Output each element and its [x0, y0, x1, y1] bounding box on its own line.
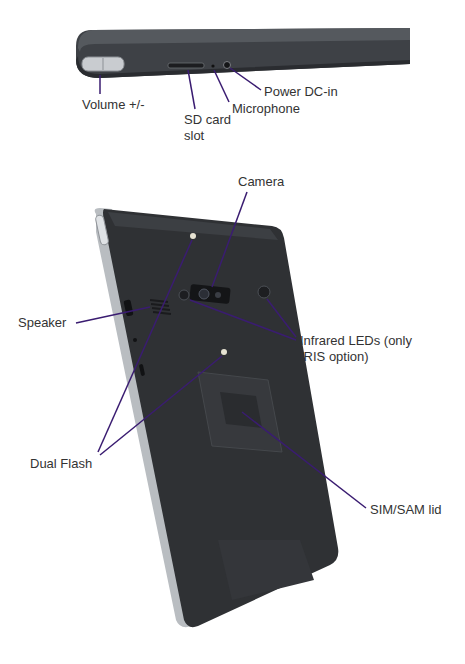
part-label: Camera [238, 174, 318, 190]
part-label: Microphone [232, 101, 332, 117]
part-label: Infrared LEDs (only IRIS option) [300, 333, 428, 364]
part-label: Dual Flash [30, 456, 110, 472]
part-label: Volume +/- [82, 97, 182, 113]
part-label: Speaker [18, 315, 78, 331]
part-label: SIM/SAM lid [370, 502, 460, 518]
part-label: Power DC-in [264, 84, 364, 100]
part-label: SD card slot [184, 112, 240, 143]
